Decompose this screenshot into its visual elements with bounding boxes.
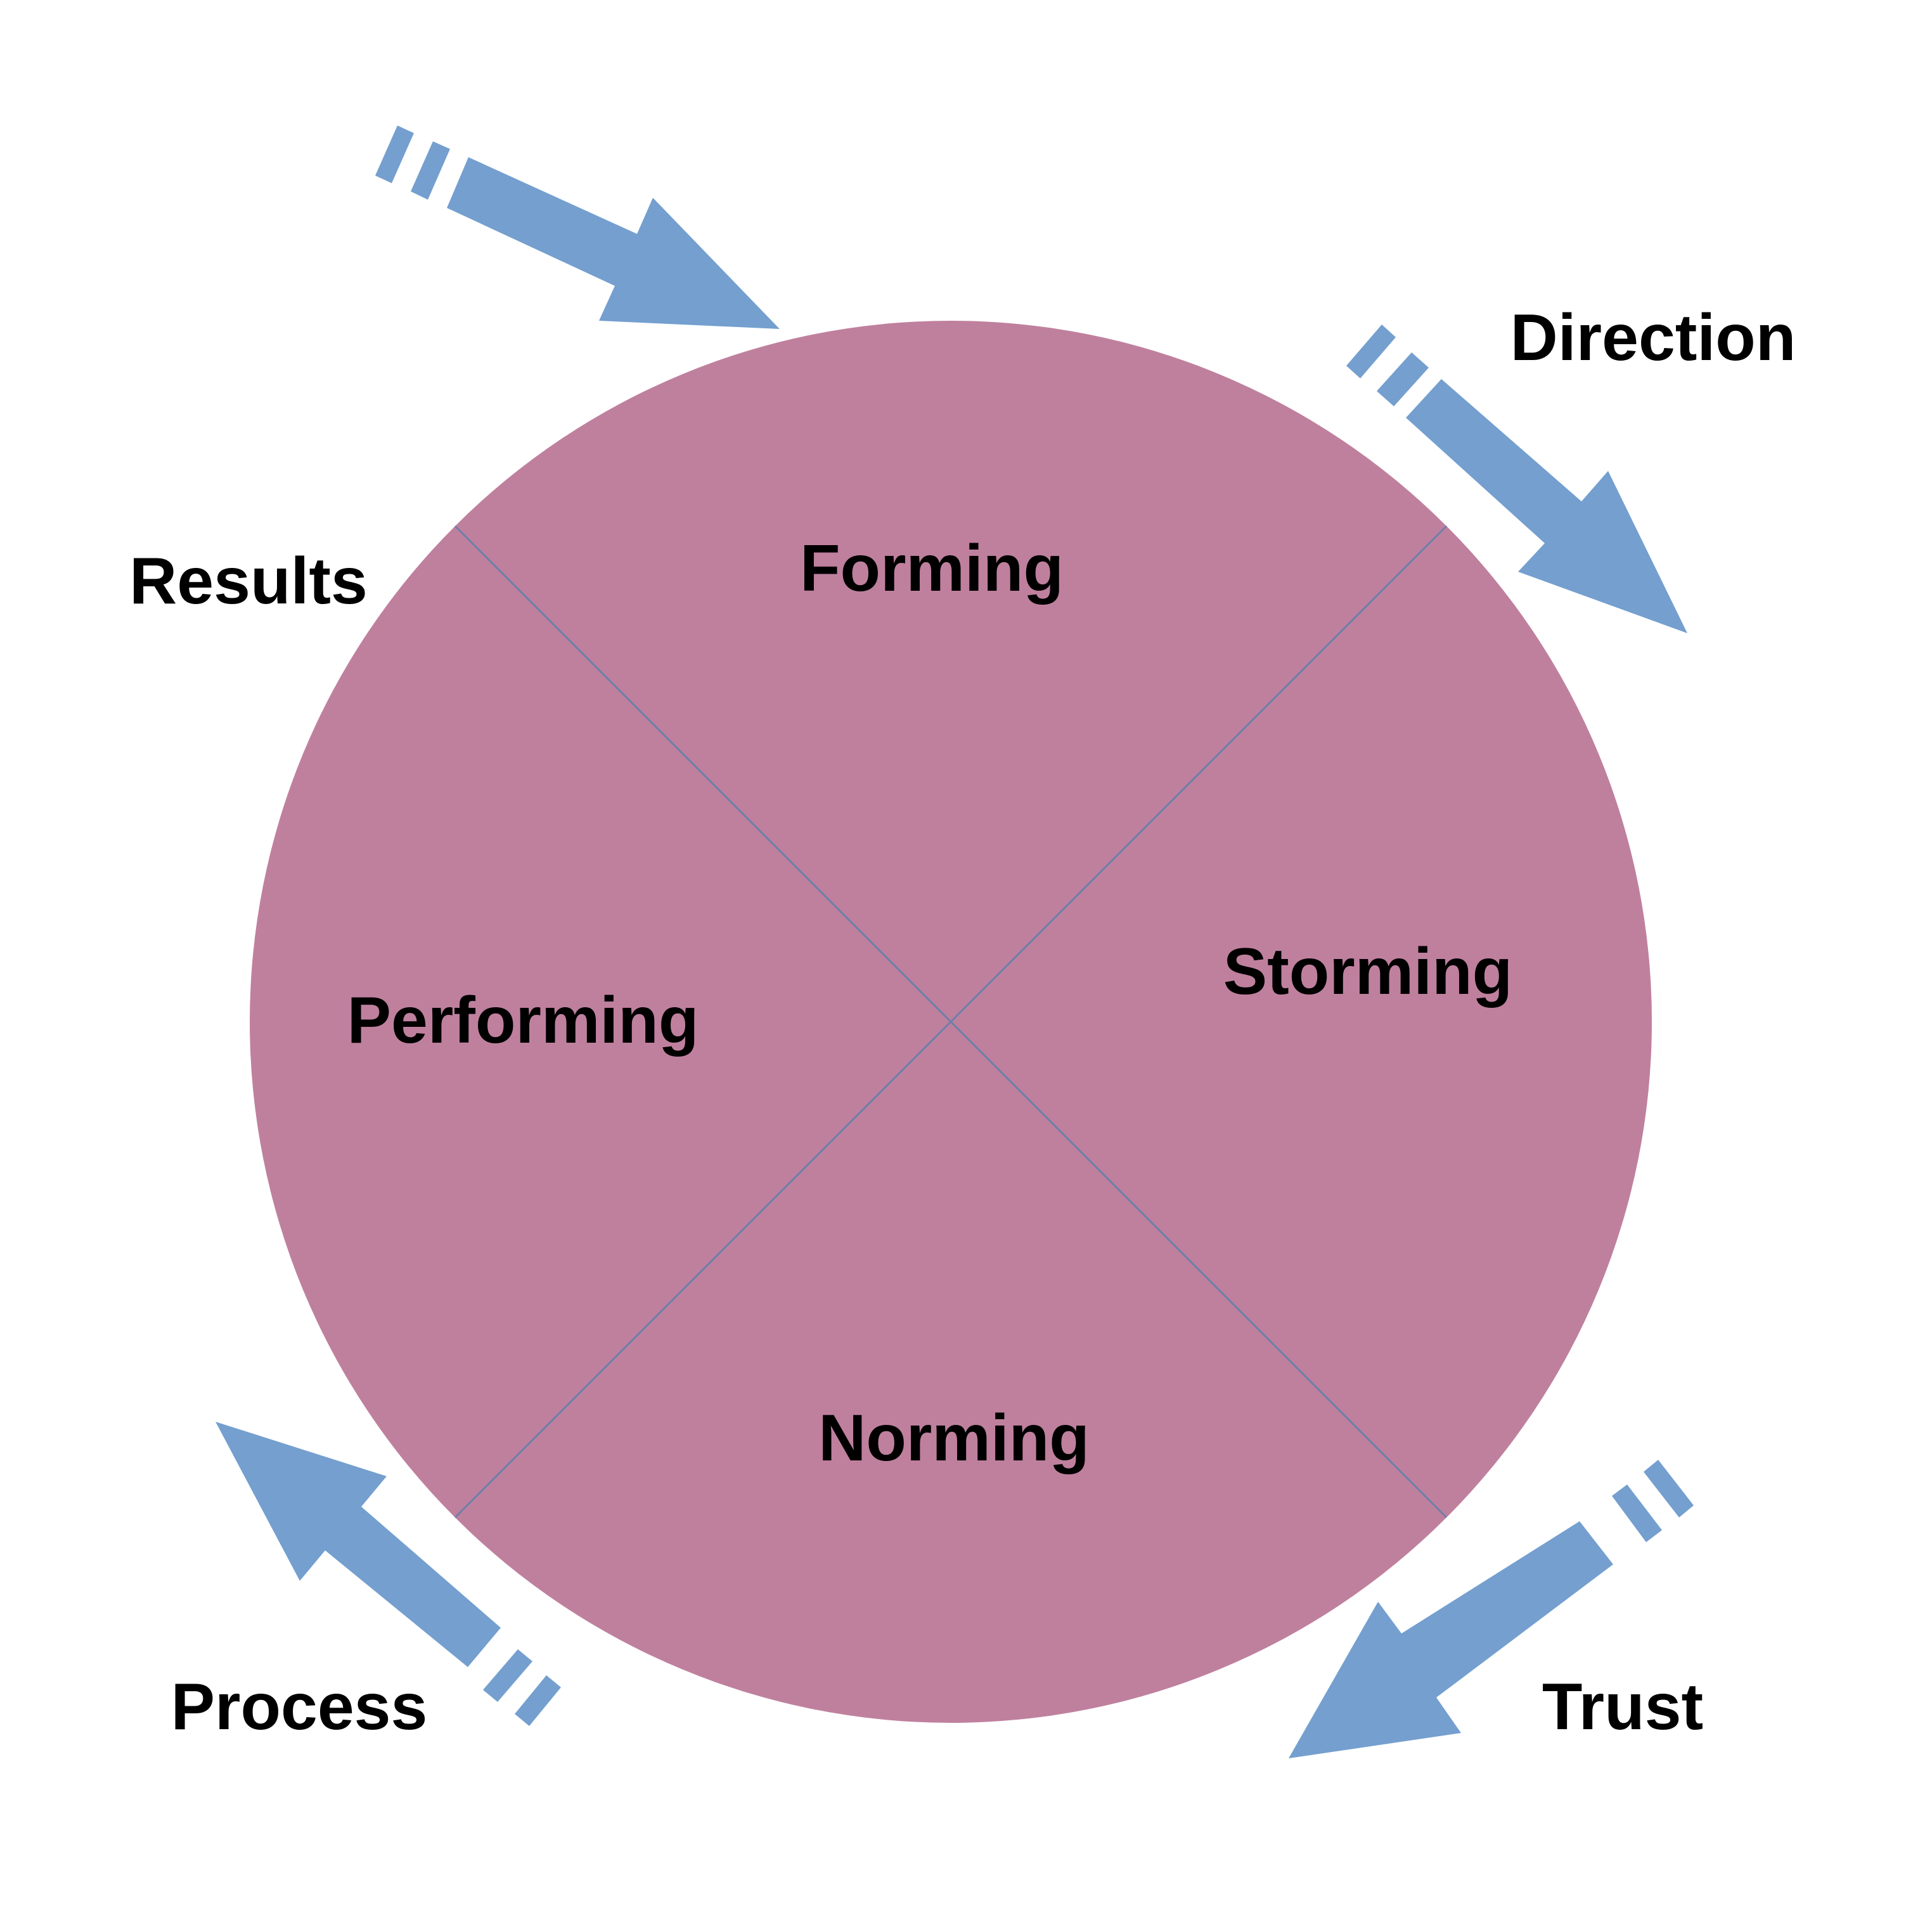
outer-label-trust: Trust bbox=[1542, 1670, 1703, 1744]
stage-label-storming: Storming bbox=[1223, 935, 1512, 1008]
stage-label-performing: Performing bbox=[347, 984, 699, 1057]
arrow-trust-storming-to-norming bbox=[1289, 1460, 1694, 1758]
outer-label-results: Results bbox=[129, 544, 368, 618]
quadrant-divider bbox=[454, 525, 1448, 1519]
stage-label-forming: Forming bbox=[800, 532, 1064, 605]
outer-label-direction: Direction bbox=[1510, 301, 1796, 375]
arrow-results-to-forming bbox=[375, 126, 780, 329]
outer-label-process: Process bbox=[171, 1670, 428, 1744]
arrow-direction-forming-to-storming bbox=[1346, 325, 1687, 633]
arrow-process-norming-to-performing bbox=[216, 1422, 561, 1726]
stage-label-norming: Norming bbox=[818, 1401, 1090, 1475]
